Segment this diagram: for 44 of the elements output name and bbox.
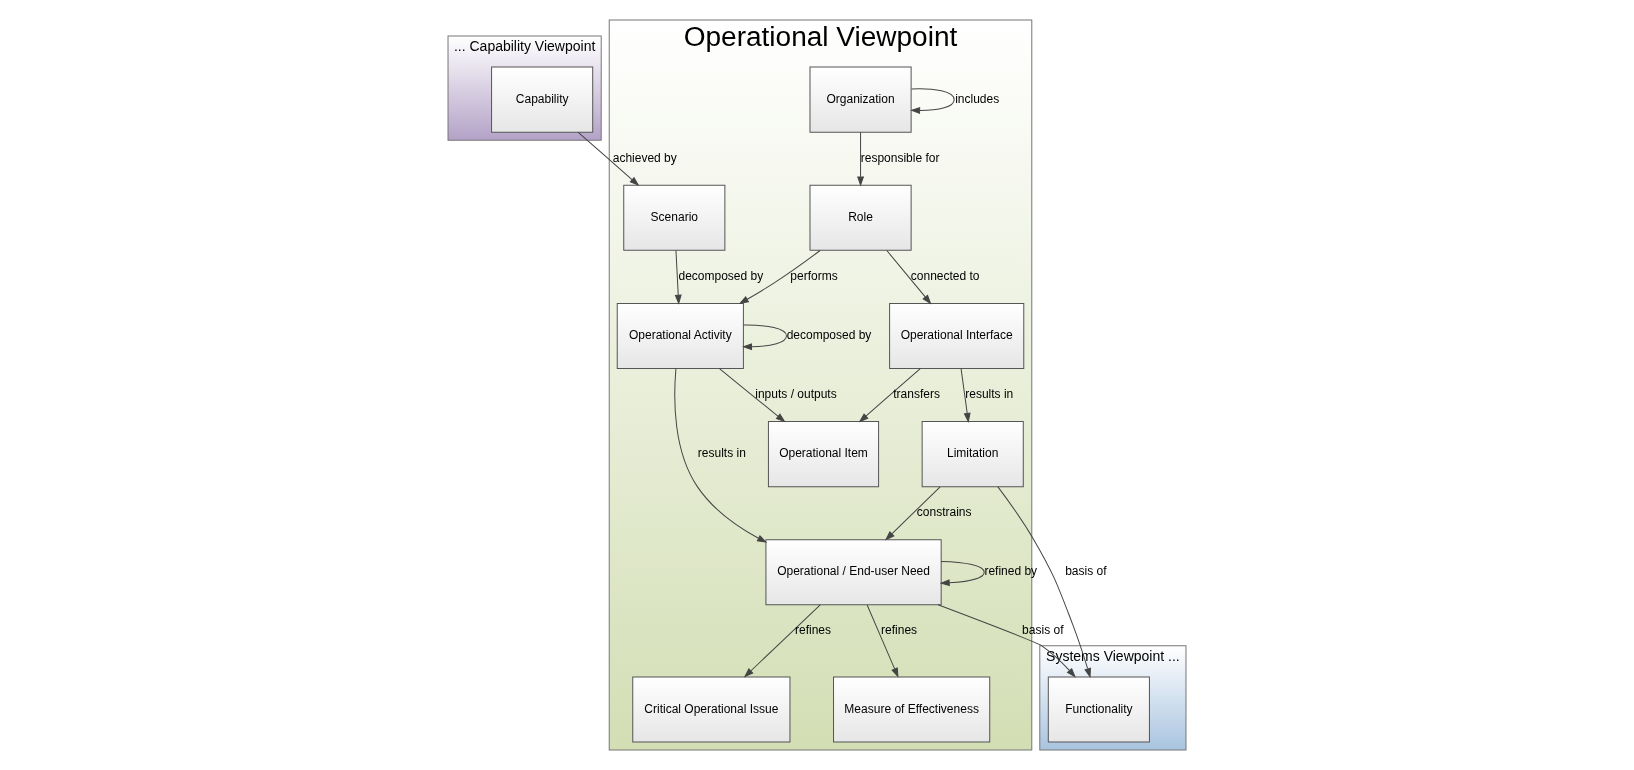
arrow <box>960 368 971 422</box>
arrow <box>866 604 899 677</box>
arrow <box>744 604 821 677</box>
arrow <box>940 560 985 587</box>
edge-label: connected to <box>910 268 980 283</box>
node-box: Organization <box>809 66 912 133</box>
node-box: Functionality <box>1047 676 1150 743</box>
edge-label: performs <box>790 268 838 283</box>
arrow <box>743 324 787 351</box>
edge-label: decomposed by <box>678 268 764 283</box>
node-box: Operational / End-user Need <box>765 539 942 606</box>
edge-label: decomposed by <box>786 328 872 343</box>
node-box: Critical Operational Issue <box>632 676 791 743</box>
arrow <box>997 486 1091 678</box>
edge-label: transfers <box>893 387 940 402</box>
arrow <box>859 368 921 422</box>
node-box: Scenario <box>623 184 726 251</box>
arrow <box>911 88 955 114</box>
node-box: Role <box>809 184 912 251</box>
arrow <box>886 250 931 304</box>
node-box: Operational Item <box>767 421 880 488</box>
arrow <box>674 368 767 543</box>
edge-label: refines <box>794 623 832 638</box>
node-box: Operational Activity <box>616 302 744 369</box>
node-box: Limitation <box>921 421 1024 488</box>
arrow <box>577 131 639 186</box>
arrow <box>674 250 682 304</box>
edge-label: responsible for <box>860 150 940 165</box>
edge-label: results in <box>697 446 746 461</box>
arrow <box>718 368 785 422</box>
edge-label: results in <box>965 387 1014 402</box>
edge-label: constrains <box>916 505 972 520</box>
edge-label: inputs / outputs <box>755 387 837 402</box>
arrow <box>937 604 1076 678</box>
edge-label: includes <box>955 91 1000 106</box>
node-box: Measure of Effectiveness <box>833 676 991 743</box>
edge-label: refines <box>881 623 918 638</box>
arrow <box>739 250 821 304</box>
edge-label: basis of <box>1065 564 1107 579</box>
node-box: Operational Interface <box>889 302 1025 369</box>
node-box: Capability <box>491 66 594 133</box>
edge-label: achieved by <box>612 150 677 165</box>
arrow <box>857 131 864 186</box>
arrow <box>885 486 941 541</box>
